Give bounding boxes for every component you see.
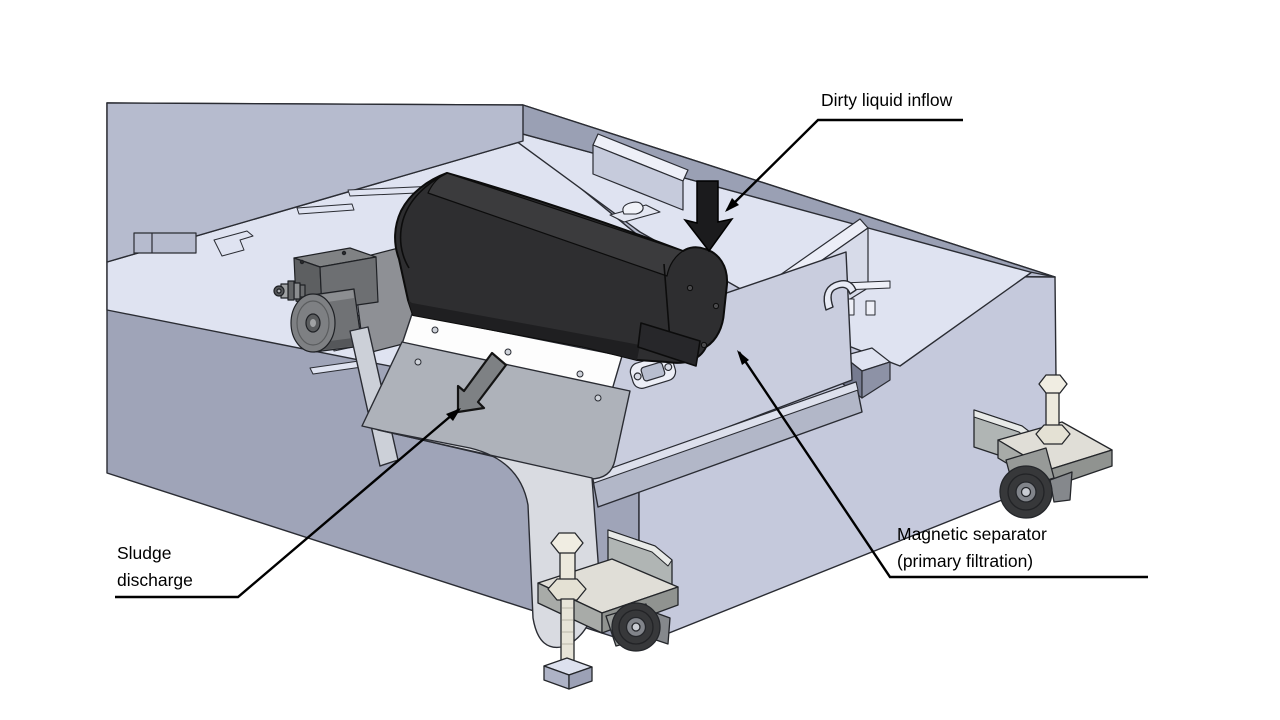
shaft-coupling bbox=[273, 280, 306, 301]
leader-sludge bbox=[115, 408, 460, 599]
cover-tab bbox=[133, 232, 197, 254]
label-separator-line1: Magnetic separator bbox=[897, 524, 1047, 544]
partition-wall-back bbox=[592, 133, 689, 211]
leader-arrowheads bbox=[446, 198, 749, 421]
leveling-caster-front bbox=[537, 529, 679, 690]
pedestal-lip bbox=[591, 381, 859, 484]
drum-left-cap-seam bbox=[399, 172, 448, 269]
bolt-nut bbox=[547, 578, 587, 601]
drum-bottom-shade bbox=[408, 300, 640, 360]
label-sludge-discharge: Sludge discharge bbox=[117, 540, 193, 594]
strip-screws bbox=[431, 326, 584, 378]
drum-hanger-bracket bbox=[637, 322, 701, 367]
inflow-arrow bbox=[683, 180, 734, 253]
wheel-axle bbox=[631, 622, 641, 632]
magnetic-separator-unit bbox=[574, 251, 863, 508]
connector-plate bbox=[629, 354, 677, 389]
label-sludge-line2: discharge bbox=[117, 570, 193, 590]
leveling-bolt bbox=[1035, 374, 1071, 445]
clip-plate-flat bbox=[609, 201, 661, 223]
grip-handle-right bbox=[823, 280, 857, 311]
bolt-head bbox=[1038, 374, 1068, 394]
bolt-head bbox=[550, 532, 584, 554]
swivel-tab bbox=[1049, 471, 1073, 503]
label-separator-line2: (primary filtration) bbox=[897, 551, 1034, 571]
leader-inflow bbox=[726, 118, 963, 211]
separator-drum bbox=[394, 172, 729, 367]
label-magnetic-separator: Magnetic separator (primary filtration) bbox=[897, 521, 1047, 575]
wheel-axle bbox=[1020, 486, 1032, 498]
leveling-bolt bbox=[543, 532, 593, 690]
drum-screws bbox=[686, 284, 720, 349]
motor-cylinder bbox=[290, 288, 363, 353]
sludge-arrow bbox=[456, 351, 508, 414]
floor-bracket bbox=[213, 230, 254, 257]
leader-separator bbox=[738, 351, 1148, 579]
leveling-caster-right bbox=[973, 374, 1113, 519]
label-sludge-line1: Sludge bbox=[117, 543, 172, 563]
bolt-nut bbox=[1035, 424, 1071, 445]
tank-cover-plate bbox=[106, 102, 524, 263]
leader-lines bbox=[115, 118, 1148, 599]
label-dirty-liquid-inflow: Dirty liquid inflow bbox=[821, 90, 953, 110]
